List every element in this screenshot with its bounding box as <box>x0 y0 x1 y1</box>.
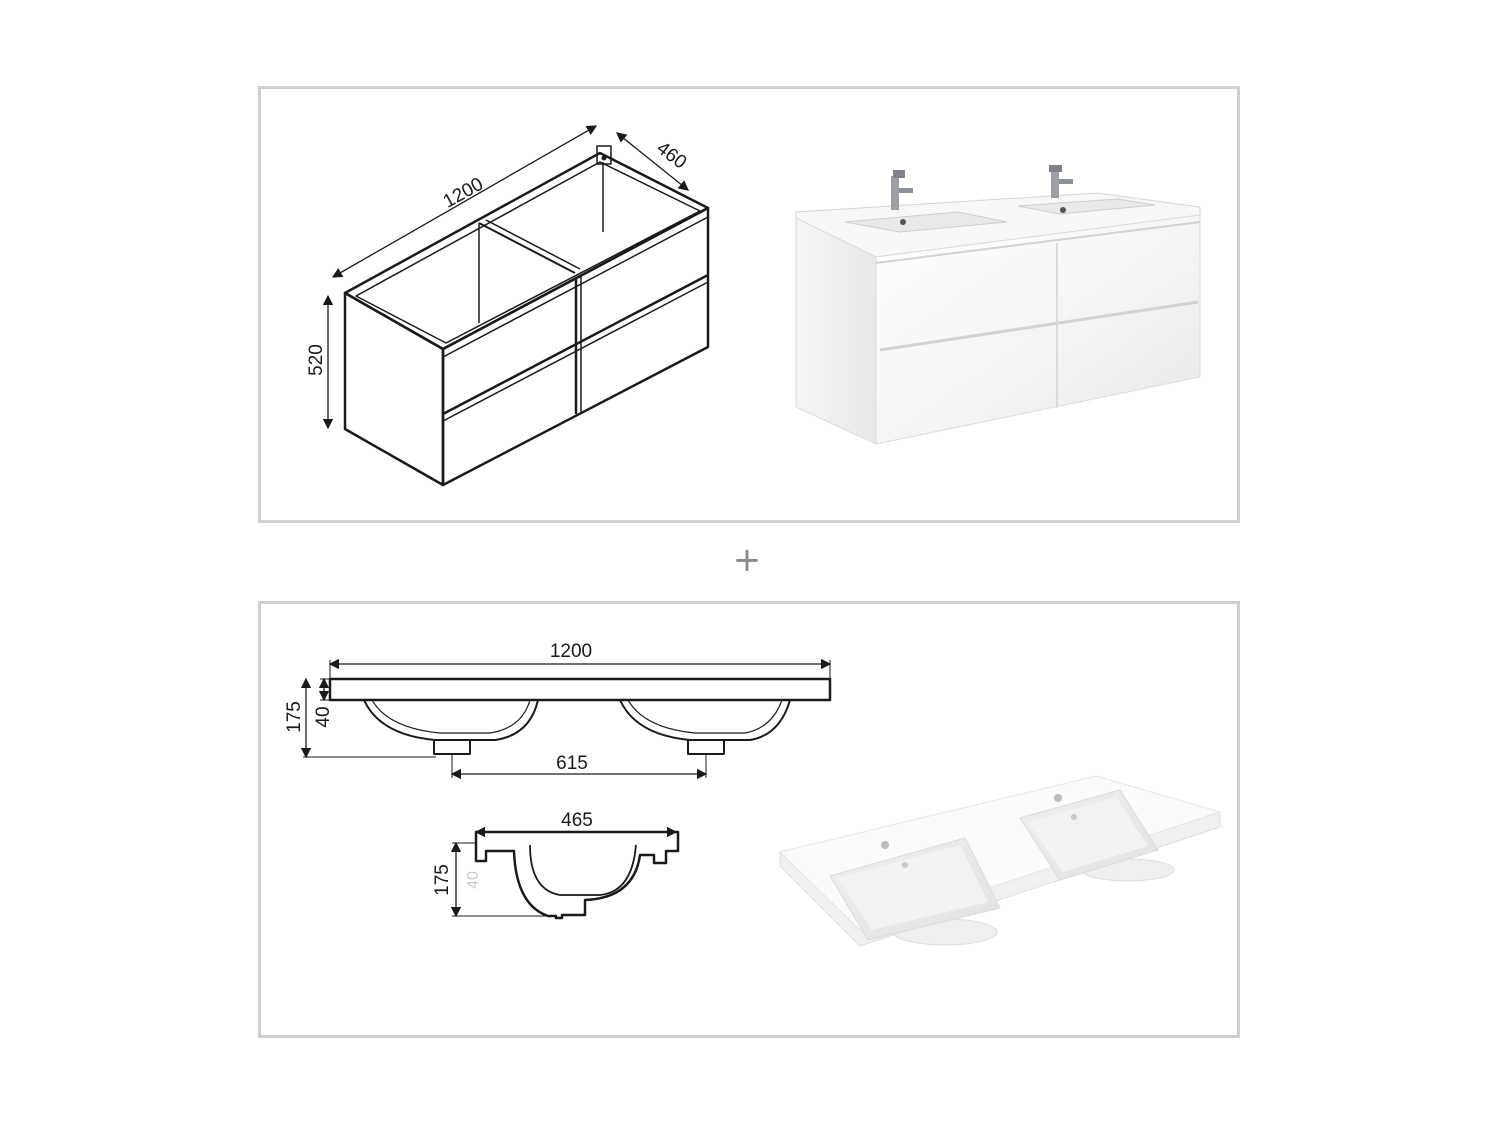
basin-total-height-dimension: 175 <box>284 677 436 759</box>
basin-top-thickness-dimension: 40 <box>313 677 334 728</box>
basin-side-depth-dimension: 465 <box>474 810 678 838</box>
plus-separator: + <box>732 540 762 580</box>
faucet-right <box>1049 165 1073 213</box>
basin-side-height-dimension: 175 40 <box>432 841 556 918</box>
cabinet-width-dimension: 1200 <box>331 125 598 278</box>
cabinet-depth-label: 460 <box>652 138 690 174</box>
basin-total-height-label: 175 <box>284 701 305 733</box>
basin-front-width-label: 1200 <box>550 641 592 662</box>
basin-side-depth-label: 465 <box>561 810 593 831</box>
basin-product-image <box>779 775 1222 947</box>
cabinet-width-label: 1200 <box>440 174 487 213</box>
basin-front-drawing <box>328 677 832 755</box>
basin-front-width-dimension: 1200 <box>328 641 832 679</box>
cabinet-height-dimension: 520 <box>306 294 334 430</box>
basin-side-section-drawing <box>474 830 680 920</box>
basin-side-ghost-label: 40 <box>465 871 482 889</box>
basin-side-height-label: 175 <box>432 864 453 896</box>
faucet-left <box>891 170 913 225</box>
basin-bowl-spacing-label: 615 <box>556 753 588 774</box>
cabinet-product-image <box>795 165 1201 445</box>
basin-top-thickness-label: 40 <box>313 706 334 727</box>
basin-bowl-spacing-dimension: 615 <box>450 753 708 780</box>
cabinet-line-drawing <box>343 145 710 487</box>
cabinet-height-label: 520 <box>306 344 327 376</box>
